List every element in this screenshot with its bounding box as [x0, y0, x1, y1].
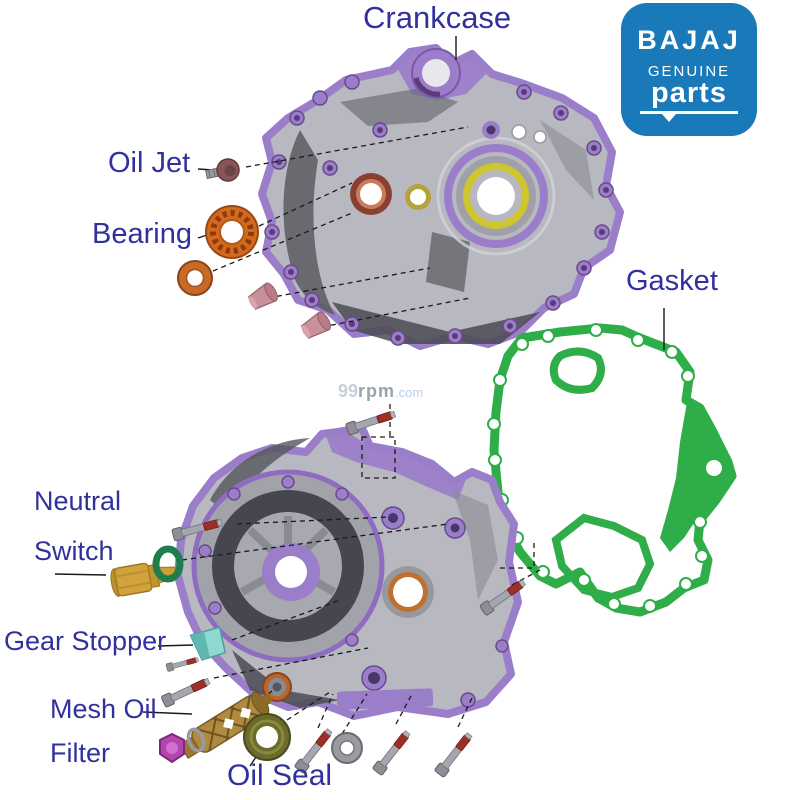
oil-seal-part: [243, 713, 291, 761]
label-mesh-oil-filter-line2: Filter: [50, 738, 110, 768]
label-gasket: Gasket: [626, 265, 718, 297]
gasket-art: [487, 323, 737, 617]
label-bearing: Bearing: [92, 218, 192, 250]
drain-plug-part: [159, 732, 185, 764]
bolt-bottom-3: [433, 730, 475, 779]
logo-brand-text: BAJAJ: [637, 25, 741, 55]
bolt-top: [344, 407, 398, 436]
logo-chevron-icon: [662, 114, 676, 122]
logo-genuine-text: GENUINE: [647, 63, 731, 80]
label-crankcase: Crankcase: [363, 0, 512, 35]
label-mesh-oil-filter-line1: Mesh Oil: [50, 694, 157, 724]
bolt-lower-left: [160, 675, 212, 709]
lower-crankcase-art: [174, 424, 522, 720]
o-ring-part: [152, 545, 184, 583]
upper-crankcase-art: [258, 44, 624, 350]
gear-stopper-part: [189, 626, 227, 661]
bearing-part: [205, 205, 259, 259]
label-gear-stopper: Gear Stopper: [4, 626, 167, 656]
label-neutral-switch-line2: Switch: [34, 536, 114, 566]
plug-o-ring-part: [186, 727, 206, 753]
bajaj-genuine-parts-logo: BAJAJ GENUINE parts: [621, 3, 757, 136]
oil-jet-part: [205, 158, 240, 182]
label-neutral-switch-line1: Neutral: [34, 486, 122, 516]
bolt-gear-stopper: [165, 655, 200, 672]
label-oil-seal: Oil Seal: [227, 759, 333, 792]
dowel-pin-1: [244, 280, 281, 314]
logo-underline: [640, 111, 738, 122]
bolt-bottom-2: [371, 728, 413, 777]
leader-lines: [54, 36, 665, 767]
spacer-part: [331, 732, 363, 764]
watermark-middle: rpm: [358, 381, 396, 401]
watermark-suffix: .com: [395, 385, 424, 400]
label-oil-jet: Oil Jet: [108, 147, 191, 179]
logo-parts-text: parts: [651, 77, 727, 109]
bearing-small-part: [177, 260, 213, 296]
watermark: 99rpm.com: [338, 381, 423, 402]
watermark-prefix: 99: [338, 381, 359, 401]
